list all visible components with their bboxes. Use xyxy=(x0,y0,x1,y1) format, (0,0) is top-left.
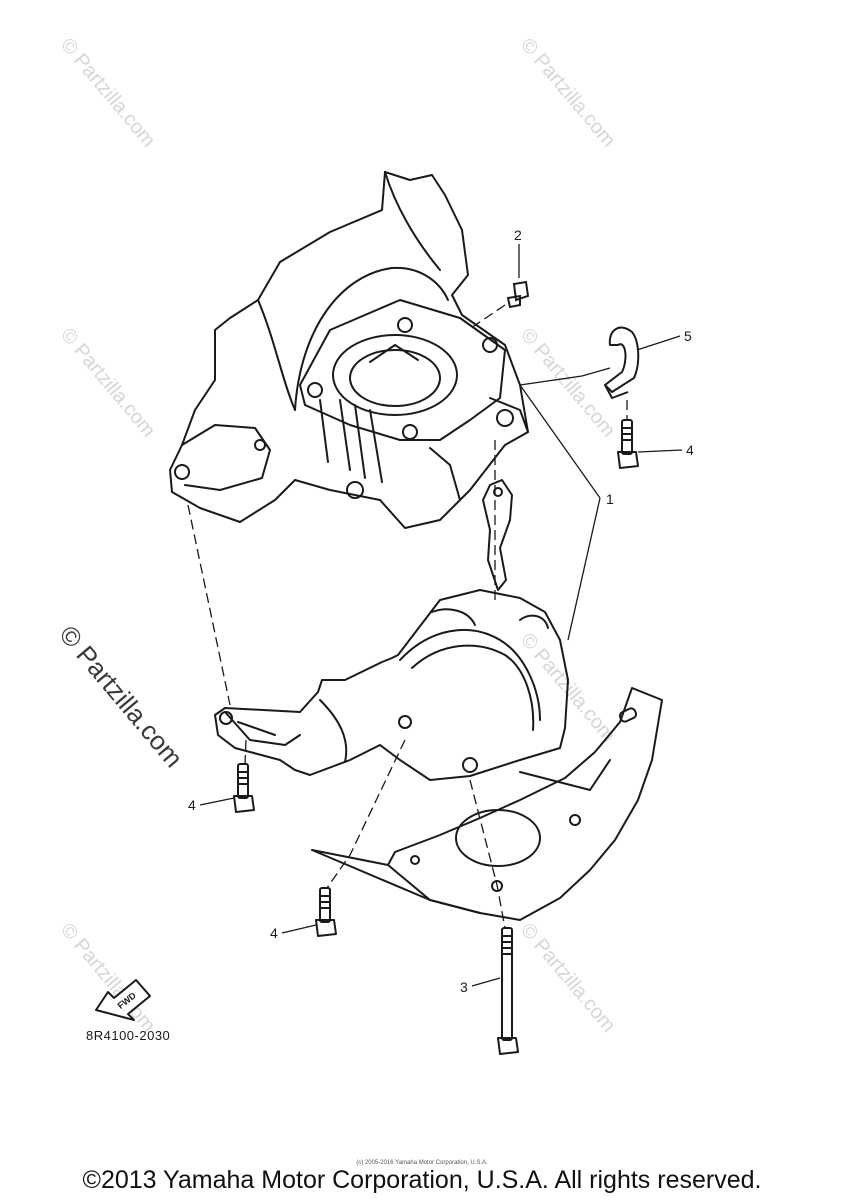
watermark-bottom-right: © Partzilla.com xyxy=(516,919,619,1036)
engine-mount-plate xyxy=(311,687,663,921)
watermark-top-right: © Partzilla.com xyxy=(516,34,619,151)
lower-crankcase xyxy=(214,589,569,781)
callout-1: 1 xyxy=(606,491,614,507)
callout-labels: 1 2 3 4 4 4 5 xyxy=(188,227,694,995)
bolts xyxy=(233,419,639,1055)
watermark-bottom-left: © Partzilla.com xyxy=(56,919,159,1036)
bolt-4-left xyxy=(233,763,255,813)
bolt-4-right-upper xyxy=(617,419,639,469)
fwd-arrow-icon: FWD xyxy=(95,979,151,1021)
upper-crankcase xyxy=(169,171,529,529)
footer-copyright: ©2013 Yamaha Motor Corporation, U.S.A. A… xyxy=(82,1166,762,1194)
callout-4-right: 4 xyxy=(686,442,694,458)
callout-2: 2 xyxy=(514,227,522,243)
watermark-mid-left: © Partzilla.com xyxy=(56,324,159,441)
gasket xyxy=(482,479,513,591)
watermark-left-dark: © Partzilla.com xyxy=(53,620,189,773)
watermark-top-left: © Partzilla.com xyxy=(56,34,159,151)
assembly-lines xyxy=(187,304,628,929)
watermarks: © Partzilla.com © Partzilla.com © Partzi… xyxy=(53,34,619,1036)
bolt-4-lower xyxy=(315,887,337,937)
callout-4-left: 4 xyxy=(188,797,196,813)
callout-4-bottom: 4 xyxy=(270,925,278,941)
leader-lines xyxy=(199,244,683,987)
part-2-plug xyxy=(506,280,530,309)
callout-3: 3 xyxy=(460,979,468,995)
part-5-clamp xyxy=(604,326,640,399)
small-copyright: (c) 2005-2016 Yamaha Motor Corporation, … xyxy=(356,1160,488,1166)
bolt-3-long xyxy=(497,927,519,1055)
diagram-code: 8R4100-2030 xyxy=(86,1028,171,1043)
callout-5: 5 xyxy=(684,328,692,344)
